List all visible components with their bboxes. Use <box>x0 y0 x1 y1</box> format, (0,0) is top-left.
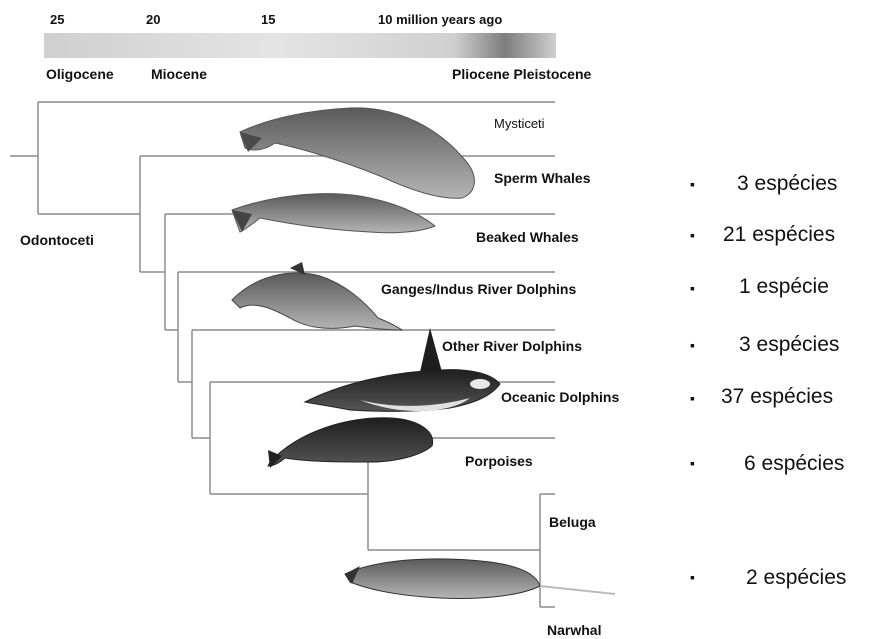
species-count-oceanic: 37 espécies <box>721 385 833 408</box>
bullet: ▪ <box>690 455 695 471</box>
label-porpoises: Porpoises <box>465 453 533 469</box>
label-ganges-indus-river-dolphins: Ganges/Indus River Dolphins <box>381 281 576 297</box>
label-odontoceti: Odontoceti <box>20 232 94 248</box>
epoch-miocene: Miocene <box>151 66 207 82</box>
bullet: ▪ <box>690 569 695 585</box>
beaked-whale-illustration <box>232 194 435 233</box>
label-mysticeti: Mysticeti <box>494 116 545 131</box>
porpoise-illustration <box>268 418 433 468</box>
label-beluga: Beluga <box>549 514 596 530</box>
tick-20: 20 <box>146 12 160 27</box>
time-scale: 25 20 15 10 million years ago Oligocene … <box>44 12 591 82</box>
bullet: ▪ <box>690 227 695 243</box>
time-bar <box>44 33 556 58</box>
label-sperm-whales: Sperm Whales <box>494 170 591 186</box>
species-count-monodontids: 2 espécies <box>746 566 846 589</box>
species-counts: ▪ 3 espécies ▪ 21 espécies ▪ 1 espécie ▪… <box>690 172 846 589</box>
tick-10-mya: 10 million years ago <box>378 12 502 27</box>
tick-25: 25 <box>50 12 64 27</box>
sperm-whale-illustration <box>240 108 474 198</box>
bullet: ▪ <box>690 176 695 192</box>
epoch-oligocene: Oligocene <box>46 66 114 82</box>
species-count-porpoises: 6 espécies <box>744 452 844 475</box>
bullet: ▪ <box>690 337 695 353</box>
epoch-pliocene-pleistocene: Pliocene Pleistocene <box>452 66 591 82</box>
bullet: ▪ <box>690 390 695 406</box>
species-count-sperm: 3 espécies <box>737 172 837 195</box>
species-count-ganges: 1 espécie <box>739 275 829 298</box>
label-beaked-whales: Beaked Whales <box>476 229 579 245</box>
label-other-river-dolphins: Other River Dolphins <box>442 338 582 354</box>
label-narwhal: Narwhal <box>547 622 601 638</box>
label-oceanic-dolphins: Oceanic Dolphins <box>501 389 619 405</box>
species-count-river: 3 espécies <box>739 333 839 356</box>
narwhal-illustration <box>345 559 615 599</box>
bullet: ▪ <box>690 280 695 296</box>
tick-15: 15 <box>261 12 275 27</box>
species-count-beaked: 21 espécies <box>723 223 835 246</box>
